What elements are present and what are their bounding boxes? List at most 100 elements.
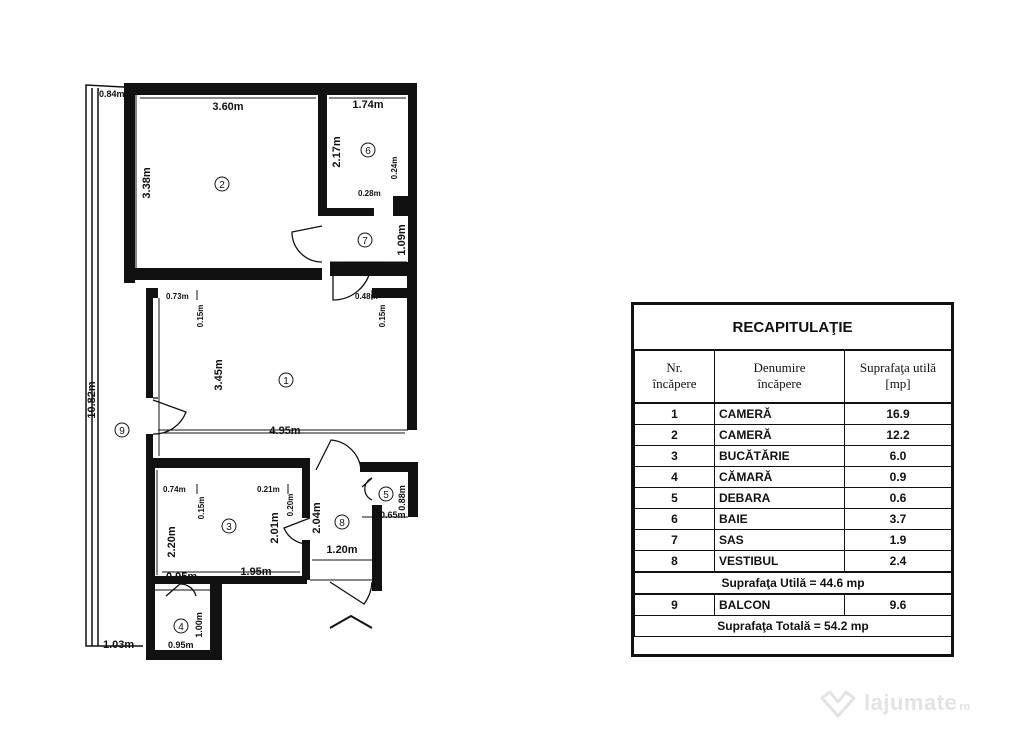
row-name: VESTIBUL [714,550,845,573]
table-row: 7 SAS 1.9 [634,529,952,551]
table-row: 5 DEBARA 0.6 [634,487,952,509]
dim-room3-height-left: 2.20m [166,526,178,557]
room-marker-2: 2 [214,176,230,192]
row-nr: 1 [634,402,715,425]
row-name: DEBARA [714,487,845,509]
row-area: 12.2 [844,424,952,446]
doors [152,225,373,605]
dim-room4-width-bottom: 0.95m [168,640,194,650]
grand-total-row: Suprafaţa Totală = 54.2 mp [634,615,952,637]
row-name: CĂMARĂ [714,466,845,488]
dim-room7-width: 1.72m [349,260,380,272]
table-row: 2 CAMERĂ 12.2 [634,424,952,446]
dim-room4-height: 1.00m [194,612,204,638]
room-number-6: 6 [365,146,371,157]
dim-total-length: 10.82m [86,381,98,419]
dim-room5-height: 0.88m [397,485,407,511]
row-area: 6.0 [844,445,952,467]
table-row: 1 CAMERĂ 16.9 [634,402,952,425]
row-area: 0.6 [844,487,952,509]
dim-room1-right-offset: 0.48m [355,292,378,301]
room-marker-5: 5 [378,486,394,502]
room-number-8: 8 [339,518,345,529]
room-number-1: 1 [283,376,289,387]
recap-table: Nr. încăpere Denumire încăpere Suprafaţa… [634,349,952,637]
recap-table-panel: RECAPITULAŢIE Nr. încăpere Denumire încă… [631,302,954,657]
room-number-4: 4 [178,622,184,633]
room-number-3: 3 [226,522,232,533]
watermark-heart-icon [820,690,856,718]
header-area: Suprafaţa utilă [mp] [844,349,952,404]
dim-room2-height: 3.38m [141,167,153,198]
dim-room1-left-small: 0.15m [196,305,205,328]
header-nr: Nr. încăpere [634,349,715,404]
dim-room6-small-a: 0.28m [358,189,381,198]
row-nr: 5 [634,487,715,509]
row-name: BALCON [714,593,845,616]
dimension-labels: 10.82m 0.84m 1.03m 3.60m 3.38m 1.74m 2.1… [86,89,408,651]
dim-balcony-top: 0.84m [99,89,125,99]
recap-title: RECAPITULAŢIE [634,305,951,351]
watermark-suffix: ro [959,701,971,713]
row-area: 3.7 [844,508,952,530]
row-nr: 7 [634,529,715,551]
row-nr: 8 [634,550,715,573]
row-name: CAMERĂ [714,424,845,446]
dim-room1-height: 3.45m [213,359,225,390]
dim-room1-right-small: 0.15m [378,305,387,328]
room-marker-9: 9 [114,422,130,438]
walls [124,83,418,660]
table-row: 6 BAIE 3.7 [634,508,952,530]
floor-plan: 10.82m 0.84m 1.03m 3.60m 3.38m 1.74m 2.1… [85,83,418,660]
util-total: Suprafaţa Utilă = 44.6 mp [634,571,952,595]
room-number-7: 7 [362,236,368,247]
dim-room3-height-right: 2.01m [269,512,281,543]
dim-room4-width-top: 0.95m [166,571,197,583]
room-marker-6: 6 [360,142,376,158]
row-nr: 3 [634,445,715,467]
row-nr: 4 [634,466,715,488]
dim-room6-height: 2.17m [331,136,343,167]
room-markers: 1 2 3 4 5 6 7 8 9 [114,142,394,634]
room-marker-8: 8 [334,514,350,530]
room-number-9: 9 [119,426,125,437]
row-nr: 9 [634,593,715,616]
interior-lines [135,95,408,591]
util-total-row: Suprafaţa Utilă = 44.6 mp [634,571,952,595]
row-area: 9.6 [844,593,952,616]
table-row: 8 VESTIBUL 2.4 [634,550,952,573]
row-nr: 2 [634,424,715,446]
room-marker-3: 3 [221,518,237,534]
row-area: 1.9 [844,529,952,551]
room-marker-1: 1 [278,372,294,388]
dim-room3-width: 1.95m [240,566,271,578]
grand-total: Suprafaţa Totală = 54.2 mp [634,615,952,637]
row-nr: 6 [634,508,715,530]
row-area: 0.9 [844,466,952,488]
row-name: SAS [714,529,845,551]
dimension-ticks [140,97,407,573]
dim-room8-height: 2.04m [311,502,323,533]
row-name: BUCĂTĂRIE [714,445,845,467]
watermark: lajumate ro [818,686,1018,720]
balcony-outline [85,84,144,647]
dim-balcony-width: 1.03m [103,639,134,651]
dim-room6-small-b: 0.24m [390,157,399,180]
row-area: 16.9 [844,402,952,425]
dim-room5-width: 0.65m [380,510,406,520]
dim-room3-left-small: 0.15m [197,497,206,520]
recap-header-row: Nr. încăpere Denumire încăpere Suprafaţa… [634,349,952,404]
table-row: 3 BUCĂTĂRIE 6.0 [634,445,952,467]
dim-room6-width: 1.74m [352,99,383,111]
table-row: 4 CĂMARĂ 0.9 [634,466,952,488]
dim-room3-right-small: 0.20m [286,494,295,517]
dim-room8-width: 1.20m [326,544,357,556]
dim-room7-height: 1.09m [396,224,408,255]
row-name: CAMERĂ [714,402,845,425]
row-area: 2.4 [844,550,952,573]
room-number-2: 2 [219,180,225,191]
dim-room2-width: 3.60m [212,101,243,113]
watermark-text: lajumate [864,690,958,715]
header-name: Denumire încăpere [714,349,845,404]
dim-room3-left-offset: 0.74m [163,485,186,494]
